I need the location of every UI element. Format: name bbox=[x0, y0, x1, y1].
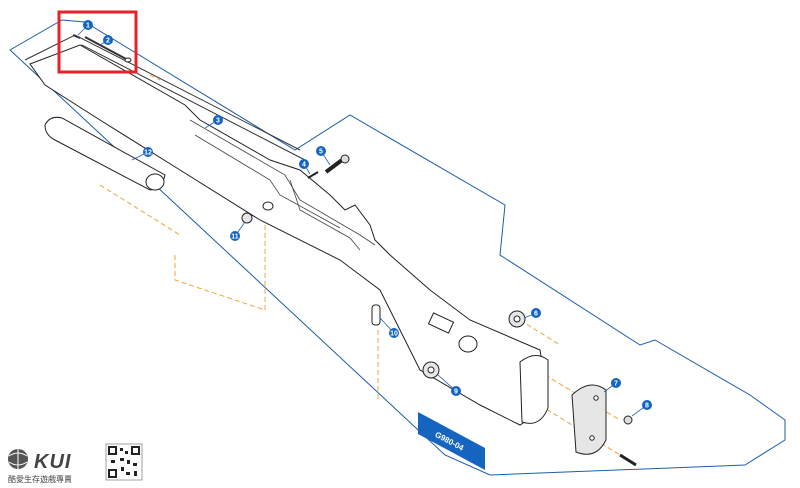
callout-5: 5 bbox=[316, 146, 331, 166]
sling-hole bbox=[262, 201, 274, 211]
screw-part bbox=[623, 415, 633, 425]
qr-code-icon bbox=[105, 443, 143, 481]
guide-line bbox=[149, 74, 161, 81]
butt-plate-screw-hole bbox=[589, 435, 595, 441]
callout-2: 2 bbox=[99, 35, 113, 46]
highlight-box bbox=[57, 10, 138, 74]
guide-line bbox=[99, 184, 181, 236]
callout-4-label: 4 bbox=[302, 162, 306, 169]
callout-5-label: 5 bbox=[319, 149, 323, 156]
small-screw-part bbox=[72, 34, 81, 39]
butt-plate bbox=[519, 355, 549, 424]
callout-12-label: 12 bbox=[144, 150, 152, 157]
callout-4: 4 bbox=[299, 159, 311, 175]
cleaning-rod-tip bbox=[124, 57, 132, 63]
callout-11-label: 11 bbox=[231, 234, 239, 241]
buttstock-hole bbox=[458, 335, 478, 353]
butt-plate-part bbox=[571, 384, 607, 455]
pin-part bbox=[371, 304, 381, 326]
callout-9: 9 bbox=[437, 374, 461, 396]
washer-hole bbox=[427, 366, 435, 374]
callout-3: 3 bbox=[204, 115, 223, 129]
callout-8-label: 8 bbox=[645, 403, 649, 410]
brand-tagline: 酷愛生存遊戲專賣 bbox=[8, 474, 72, 484]
nut-part bbox=[241, 212, 253, 224]
globe-icon bbox=[8, 449, 28, 469]
guide-line bbox=[519, 319, 561, 346]
stock-inletting bbox=[194, 134, 341, 229]
callout-10: 10 bbox=[379, 317, 399, 338]
long-screw-head bbox=[340, 154, 350, 164]
bottom-screw-part bbox=[619, 453, 637, 467]
stock-inletting bbox=[289, 179, 361, 251]
callout-6-label: 6 bbox=[534, 311, 538, 318]
butt-plate-screw-hole bbox=[593, 395, 599, 401]
callout-3-label: 3 bbox=[216, 118, 220, 125]
plate-outline bbox=[9, 19, 786, 476]
buttstock-slot bbox=[427, 312, 455, 334]
plate-code-tab: G980-04 bbox=[418, 412, 485, 470]
cleaning-rod-part bbox=[84, 36, 129, 61]
handguard-end bbox=[145, 173, 165, 191]
callout-8: 8 bbox=[631, 400, 652, 417]
callout-7-label: 7 bbox=[614, 381, 618, 388]
washer-hole bbox=[513, 315, 521, 323]
callout-1-label: 1 bbox=[86, 23, 90, 30]
stock-body bbox=[29, 44, 546, 426]
callout-10-label: 10 bbox=[390, 331, 398, 338]
callout-9-label: 9 bbox=[454, 389, 458, 396]
long-screw-part bbox=[324, 158, 344, 174]
brand-logo-text: KUI bbox=[34, 451, 71, 473]
callout-1: 1 bbox=[77, 20, 93, 36]
small-pin-part bbox=[307, 171, 319, 179]
callout-11: 11 bbox=[230, 221, 246, 241]
callout-6: 6 bbox=[523, 308, 541, 319]
stock-inletting bbox=[189, 119, 376, 246]
callout-12: 12 bbox=[131, 147, 153, 161]
guide-line bbox=[174, 225, 266, 311]
callout-2-label: 2 bbox=[106, 38, 110, 45]
callout-7: 7 bbox=[603, 378, 621, 393]
